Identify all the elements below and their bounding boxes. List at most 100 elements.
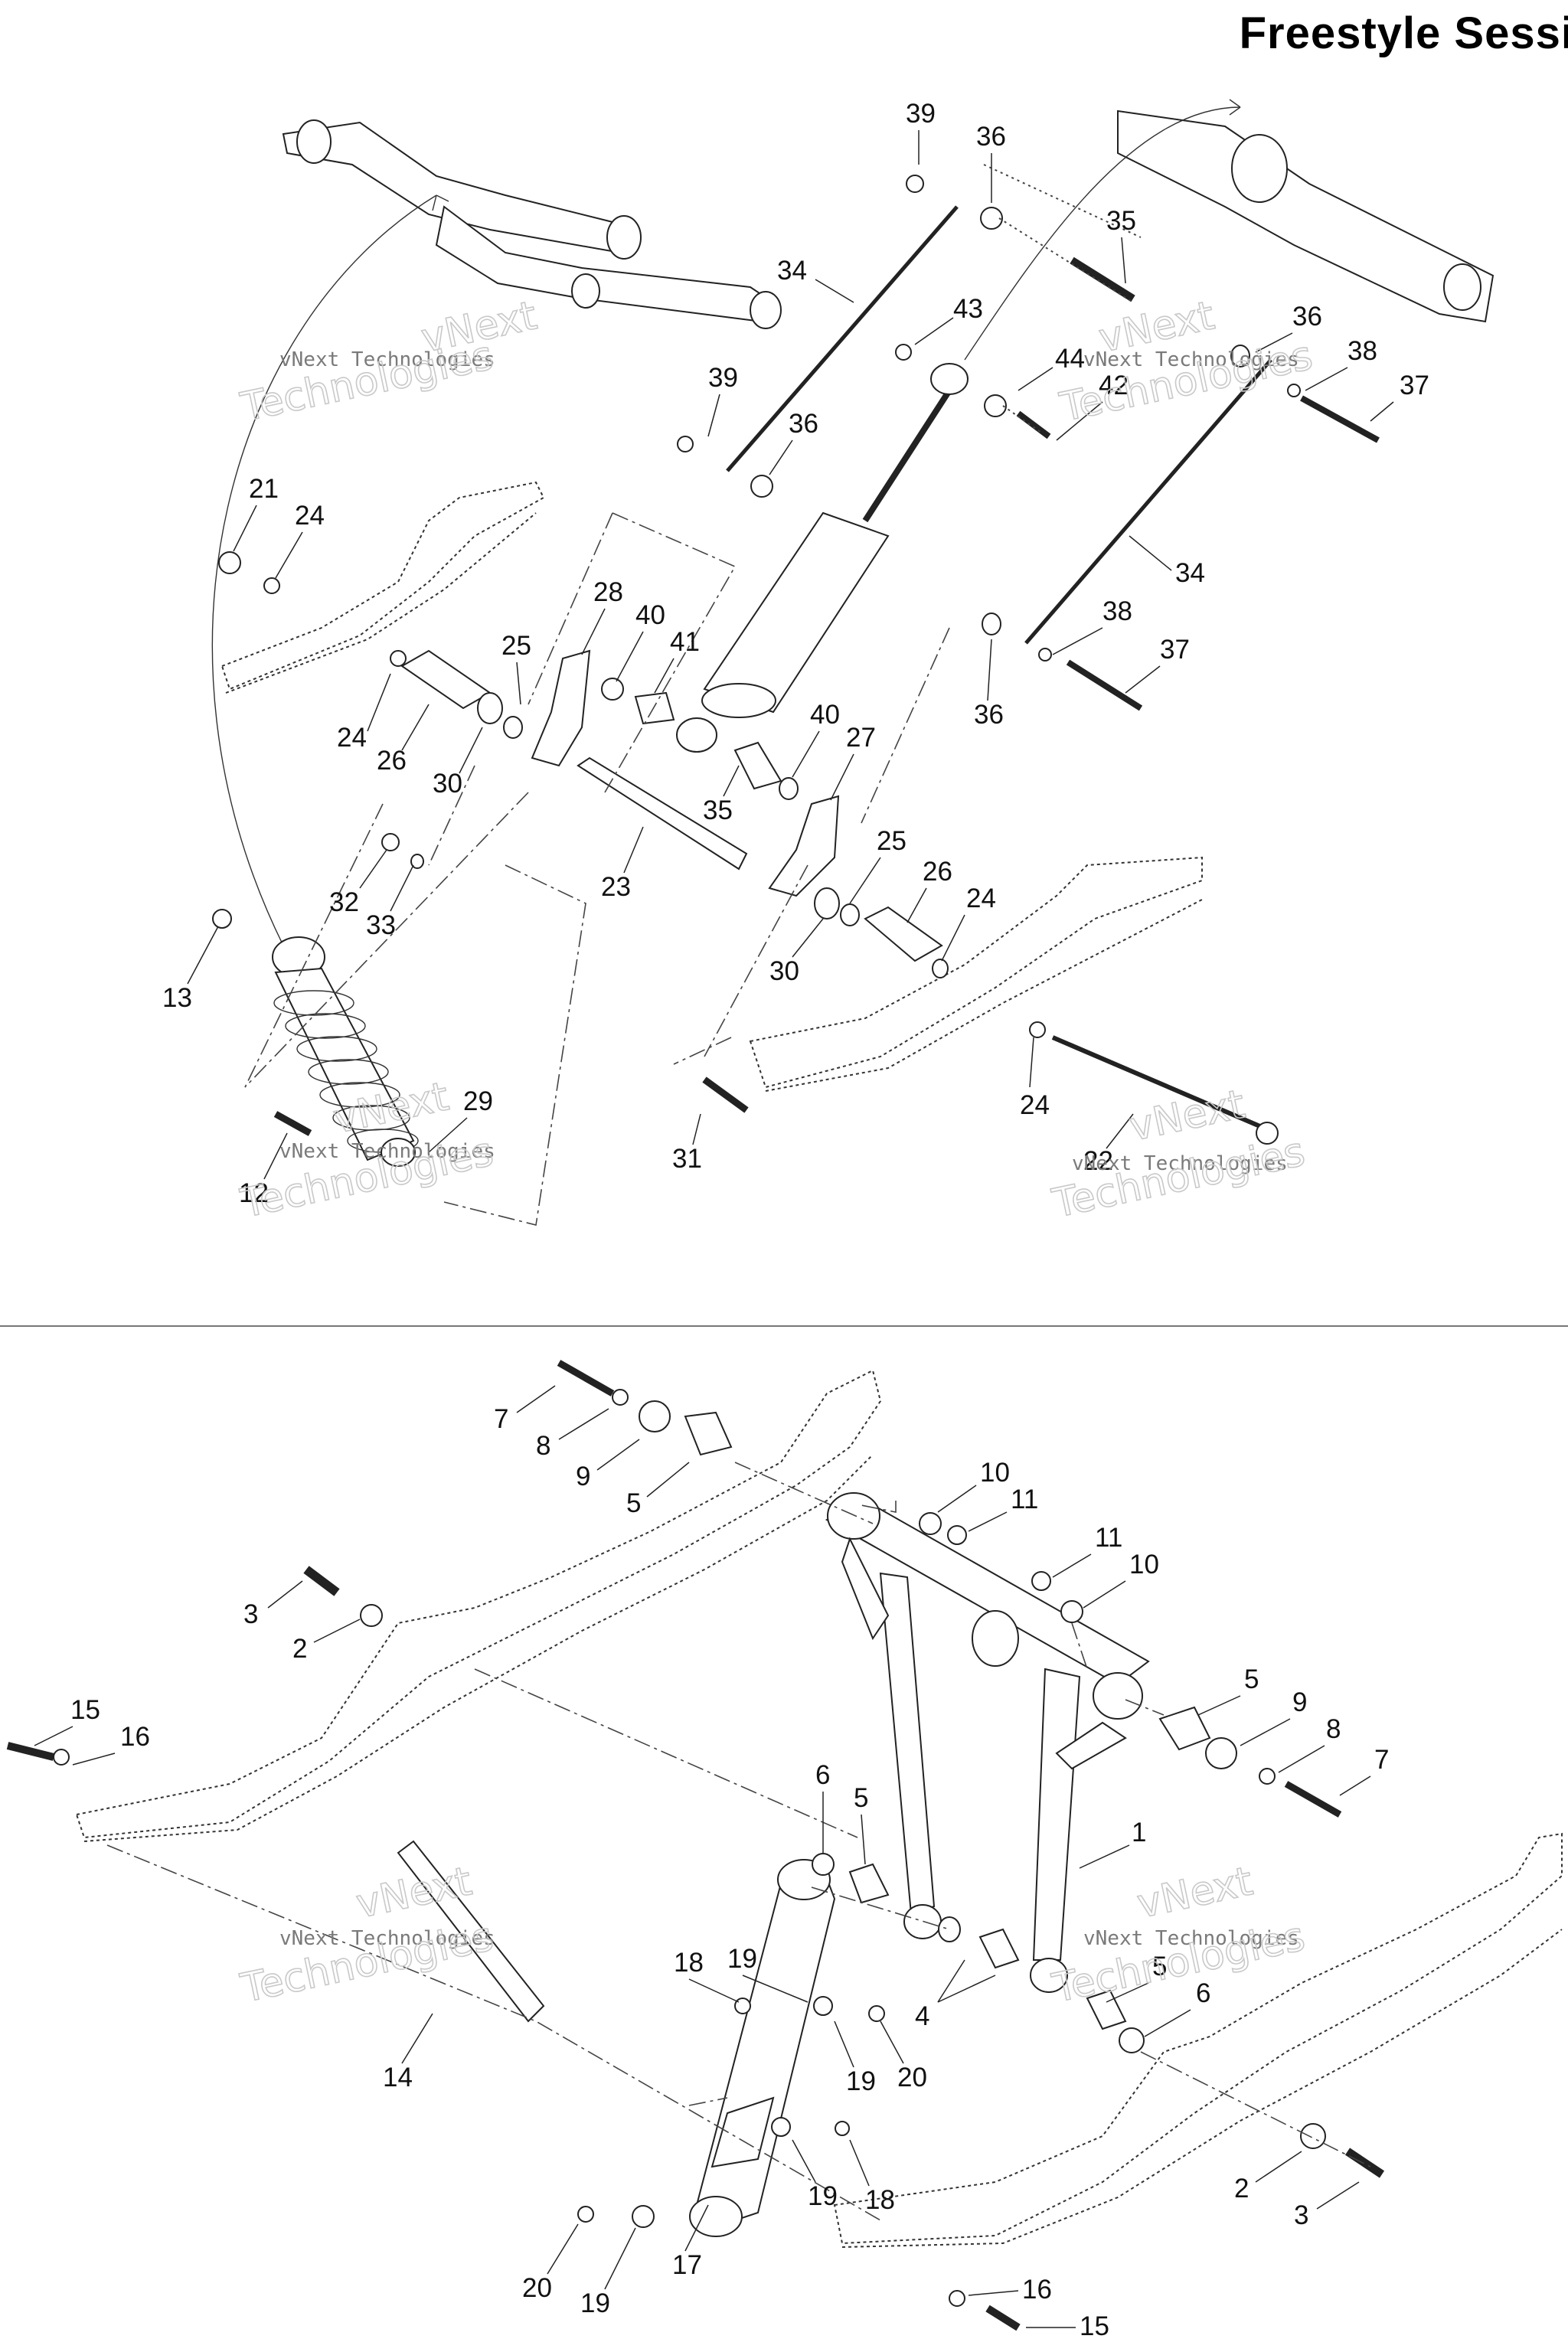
callout-38-b: 38: [1052, 596, 1132, 655]
callout-label: 38: [1102, 596, 1132, 626]
callout-1: 1: [1079, 1818, 1146, 1869]
callout-19-b: 19: [834, 2020, 876, 2096]
callout-label: 38: [1348, 336, 1377, 366]
callout-label: 13: [162, 983, 192, 1013]
callout-label: 21: [249, 474, 279, 504]
callout-37-a: 37: [1370, 371, 1429, 422]
callout-31: 31: [672, 1113, 702, 1174]
watermark-outline-line2: Technologies: [237, 333, 497, 431]
callout-17: 17: [672, 2204, 709, 2280]
callout-18-b: 18: [849, 2139, 895, 2215]
callout-7-a: 7: [494, 1385, 556, 1434]
callout-19-a: 19: [727, 1944, 808, 2003]
callout-22: 22: [1083, 1113, 1134, 1176]
watermark-outline-line2: Technologies: [1056, 333, 1316, 431]
callout-14: 14: [383, 2013, 433, 2092]
callout-41: 41: [654, 627, 700, 694]
swing-plate: [689, 1859, 836, 2237]
callout-44: 44: [1018, 344, 1085, 391]
bushings-upper: [212, 551, 1046, 1038]
callout-16-a: 16: [72, 1722, 150, 1766]
callout-label: 40: [810, 700, 840, 730]
callout-label: 15: [1080, 2311, 1109, 2341]
callout-5-b: 5: [1197, 1664, 1259, 1716]
callout-label: 31: [672, 1144, 702, 1174]
callout-25-b: 25: [849, 826, 906, 904]
watermark-4: vNext Technologies vNext Technologies: [1047, 1081, 1309, 1228]
callout-label: 16: [1022, 2275, 1052, 2305]
callout-label: 5: [854, 1783, 868, 1813]
callout-label: 7: [1374, 1745, 1389, 1775]
callout-9-a: 9: [576, 1439, 640, 1491]
bushings-lower: [6, 1360, 1385, 2331]
callout-35-b: 35: [703, 765, 740, 825]
callout-40-b: 40: [792, 700, 840, 778]
callout-42: 42: [1056, 371, 1129, 441]
callout-8-b: 8: [1278, 1714, 1341, 1773]
callout-label: 9: [576, 1462, 590, 1491]
callout-30-b: 30: [769, 918, 824, 986]
callout-11-b: 11: [1052, 1523, 1122, 1578]
callout-30-a: 30: [433, 727, 483, 799]
callout-24-d: 24: [1020, 1037, 1050, 1120]
callout-36-a: 36: [976, 122, 1006, 203]
callout-10-b: 10: [1083, 1550, 1159, 1609]
callout-label: 24: [337, 723, 367, 753]
callout-32: 32: [329, 849, 387, 917]
callout-label: 44: [1055, 344, 1085, 374]
callout-39-b: 39: [707, 363, 738, 437]
callout-label: 36: [789, 409, 818, 439]
callout-label: 37: [1400, 371, 1429, 400]
pivot-arrow-left: [211, 194, 437, 946]
callout-label: 32: [329, 887, 359, 917]
upper-assembly: 39 36 35 34 43 44 42 36: [162, 99, 1494, 1226]
callout-2-b: 2: [1234, 2151, 1302, 2203]
watermark-outline-line2: Technologies: [1048, 1129, 1308, 1227]
lower-rail-left: [75, 1369, 882, 1839]
a-frame: [825, 1492, 1150, 1993]
callout-36-d: 36: [974, 639, 1004, 730]
callout-label: 9: [1292, 1687, 1307, 1717]
callout-6-b: 6: [1144, 1978, 1210, 2037]
callout-label: 10: [980, 1458, 1010, 1488]
page-title: Freestyle Sessi: [1239, 8, 1568, 58]
callout-26-b: 26: [906, 857, 952, 923]
callout-label: 36: [974, 700, 1004, 730]
callout-label: 39: [906, 99, 936, 129]
callout-20-b: 20: [522, 2223, 579, 2303]
callout-label: 30: [433, 769, 462, 799]
link-rod-upper: [726, 205, 959, 472]
callout-label: 36: [1292, 302, 1322, 332]
callout-label: 11: [1095, 1523, 1122, 1553]
callout-label: 28: [593, 577, 623, 607]
callout-label: 22: [1083, 1146, 1113, 1176]
callout-6-a: 6: [815, 1760, 830, 1853]
lower-assembly: 7 8 9 5 10 11 11 10: [6, 1360, 1563, 2341]
lower-rail-right: [833, 1832, 1563, 2245]
watermark-company: vNext Technologies: [279, 1927, 495, 1950]
callout-label: 7: [494, 1404, 508, 1434]
watermark-company: vNext Technologies: [1083, 348, 1299, 371]
callout-20-a: 20: [880, 2020, 927, 2092]
callout-3-b: 3: [1294, 2181, 1360, 2230]
callout-23: 23: [601, 826, 644, 902]
callout-label: 25: [877, 826, 906, 856]
callout-label: 6: [1196, 1978, 1210, 2008]
callout-label: 5: [1152, 1952, 1167, 1981]
callout-25-a: 25: [501, 631, 531, 705]
callout-label: 8: [536, 1431, 550, 1461]
callout-8-a: 8: [536, 1408, 609, 1461]
callout-label: 19: [808, 2181, 838, 2211]
callout-label: 5: [626, 1488, 641, 1518]
callout-27: 27: [830, 723, 876, 801]
upper-shock: [676, 363, 969, 753]
callout-29: 29: [428, 1086, 493, 1153]
watermark-2: vNext Technologies vNext Technologies: [1055, 292, 1317, 432]
watermark-1: vNext Technologies vNext Technologies: [236, 292, 541, 432]
watermark-3: vNext Technologies vNext Technologies: [236, 1073, 498, 1228]
callout-label: 20: [522, 2273, 552, 2303]
callout-5-c: 5: [854, 1783, 868, 1865]
callout-label: 12: [239, 1178, 269, 1208]
callout-label: 30: [769, 956, 799, 986]
watermark-outline-line1: vNext: [1125, 1081, 1249, 1150]
